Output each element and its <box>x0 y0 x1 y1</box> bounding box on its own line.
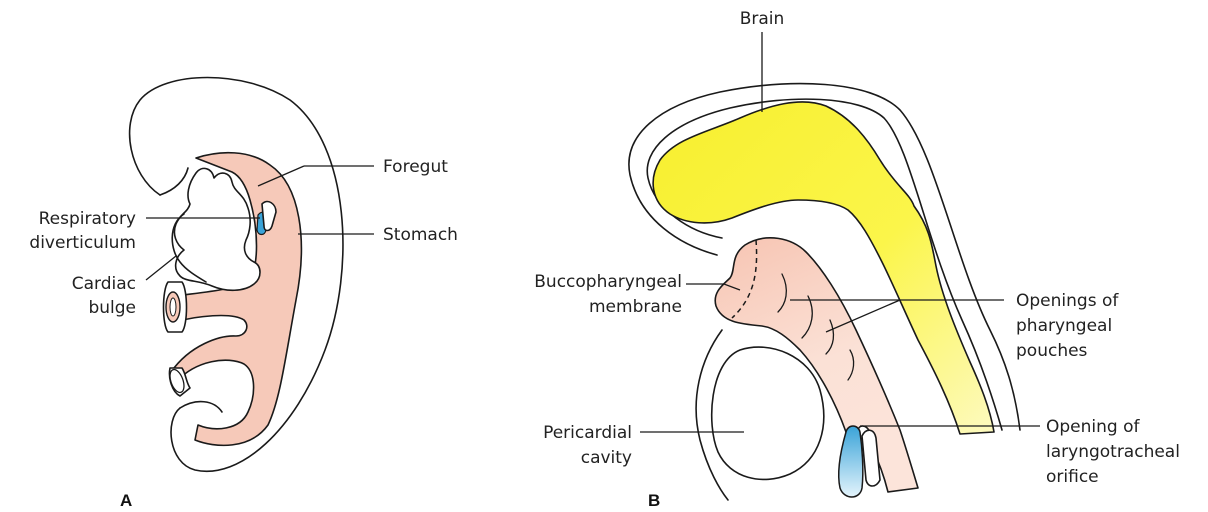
head-fold-line <box>160 168 188 195</box>
label-cavity: cavity <box>581 448 632 468</box>
label-laryngotracheal: laryngotracheal <box>1046 442 1180 462</box>
pharynx <box>715 238 918 492</box>
label-pharyngeal: pharyngeal <box>1016 316 1112 336</box>
panel-a: Foregut Stomach Respiratory diverticulum… <box>29 78 458 511</box>
label-pouches: pouches <box>1016 341 1088 361</box>
cardiac-leader <box>146 256 176 280</box>
label-buccopharyngeal: Buccopharyngeal <box>534 272 682 292</box>
panel-letter-a: A <box>120 491 132 510</box>
label-bulge: bulge <box>88 298 136 318</box>
tail-loop <box>180 402 222 412</box>
label-brain: Brain <box>740 9 785 29</box>
laryngotracheal-diverticulum <box>839 426 863 497</box>
label-respiratory: Respiratory <box>39 209 136 229</box>
label-membrane: membrane <box>589 297 682 317</box>
vitelline-lumen <box>170 298 176 316</box>
label-diverticulum: diverticulum <box>29 233 136 253</box>
panel-b: Brain Buccopharyngeal membrane Openings … <box>534 9 1180 510</box>
panel-letter-b: B <box>648 491 660 510</box>
label-foregut: Foregut <box>383 157 448 177</box>
label-openings: Openings of <box>1016 291 1119 311</box>
label-pericardial: Pericardial <box>543 423 632 443</box>
label-orifice: orifice <box>1046 467 1099 487</box>
pericardial-cavity <box>712 347 824 479</box>
label-opening-of: Opening of <box>1046 417 1140 437</box>
label-cardiac: Cardiac <box>72 274 136 294</box>
label-stomach: Stomach <box>383 225 458 245</box>
